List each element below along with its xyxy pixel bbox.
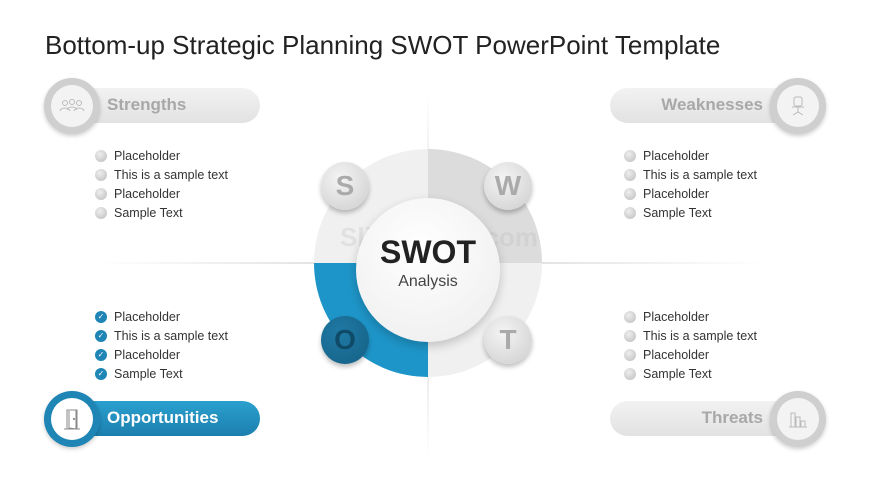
list-item: ✓Sample Text [95,364,228,383]
list-item: Placeholder [624,184,757,203]
weaknesses-label: Weaknesses [661,95,763,114]
list-item: Placeholder [624,146,757,165]
list-item: Placeholder [624,307,757,326]
center-subtitle: Analysis [398,273,458,290]
weaknesses-list: Placeholder This is a sample text Placeh… [624,146,757,222]
bullet-icon [624,206,636,219]
list-item: This is a sample text [95,165,228,184]
strengths-badge [44,78,100,134]
letter-o: O [321,316,369,364]
chart-icon [789,412,807,428]
list-item: ✓This is a sample text [95,326,228,345]
threats-label: Threats [701,408,763,427]
list-item: Sample Text [624,203,757,222]
list-item: Placeholder [95,146,228,165]
bullet-icon [95,168,107,181]
people-icon [59,99,85,112]
check-icon: ✓ [95,348,107,361]
bullet-icon [624,329,636,342]
letter-s: S [321,162,369,210]
bullet-icon [624,348,636,361]
center-title: SWOT [380,234,476,270]
bullet-icon [95,206,107,219]
weaknesses-badge [770,78,826,134]
list-item: ✓Placeholder [95,345,228,364]
letter-t: T [484,316,532,364]
swot-center: SWOT Analysis [356,198,500,342]
list-item: Sample Text [95,203,228,222]
letter-w: W [484,162,532,210]
opportunities-badge [44,391,100,447]
bullet-icon [624,367,636,380]
check-icon: ✓ [95,329,107,342]
opportunities-list: ✓Placeholder ✓This is a sample text ✓Pla… [95,307,228,383]
bullet-icon [624,187,636,200]
bullet-icon [95,187,107,200]
door-icon [64,409,80,430]
list-item: Sample Text [624,364,757,383]
check-icon: ✓ [95,310,107,323]
list-item: This is a sample text [624,165,757,184]
opportunities-label: Opportunities [107,408,219,427]
list-item: Placeholder [95,184,228,203]
strengths-list: Placeholder This is a sample text Placeh… [95,146,228,222]
list-item: This is a sample text [624,326,757,345]
strengths-label: Strengths [107,95,187,114]
bullet-icon [624,310,636,323]
threats-list: Placeholder This is a sample text Placeh… [624,307,757,383]
threats-badge [770,391,826,447]
list-item: ✓Placeholder [95,307,228,326]
bullet-icon [95,149,107,162]
office-chair-icon [792,96,804,116]
list-item: Placeholder [624,345,757,364]
check-icon: ✓ [95,367,107,380]
bullet-icon [624,149,636,162]
page-title: Bottom-up Strategic Planning SWOT PowerP… [45,30,721,60]
bullet-icon [624,168,636,181]
